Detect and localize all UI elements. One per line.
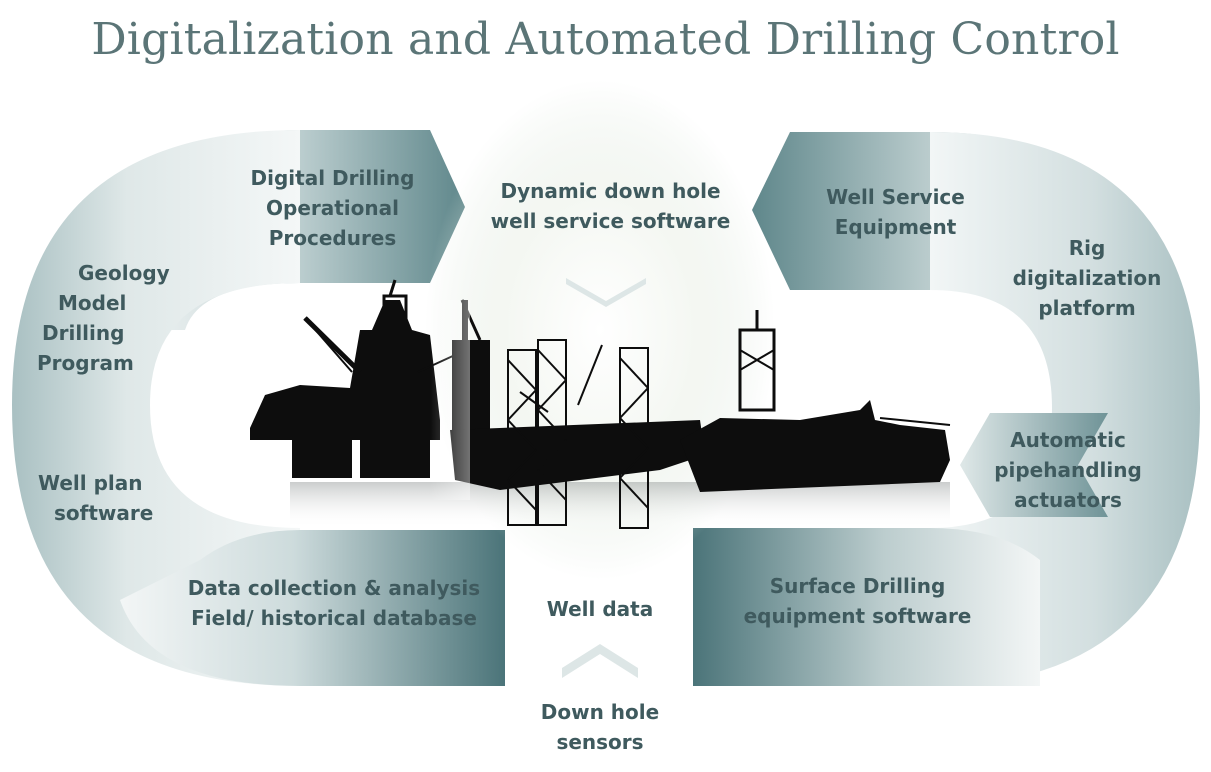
band-bottom-right bbox=[693, 528, 1040, 686]
label-dynamic-software: Dynamic down hole well service software bbox=[490, 179, 731, 233]
chevron-down-icon bbox=[566, 278, 646, 307]
chevron-up-icon bbox=[562, 644, 638, 678]
label-data-collection: Data collection & analysis Field/ histor… bbox=[187, 576, 481, 630]
label-well-data: Well data bbox=[546, 597, 654, 621]
label-well-plan: Well plan software bbox=[38, 471, 154, 525]
label-pipehandling: Automatic pipehandling actuators bbox=[994, 428, 1142, 512]
label-digital-drilling: Digital Drilling Operational Procedures bbox=[250, 166, 415, 250]
label-surface-drilling: Surface Drilling equipment software bbox=[743, 574, 972, 628]
label-geology-model: Geology Model Drilling Program bbox=[37, 261, 170, 375]
band-bottom-left bbox=[120, 530, 505, 686]
page-title: Digitalization and Automated Drilling Co… bbox=[91, 14, 1120, 65]
label-rig-platform: Rig digitalization platform bbox=[1012, 236, 1162, 320]
label-down-hole-sensors: Down hole sensors bbox=[540, 700, 660, 754]
arrow-pipehandling bbox=[960, 413, 1108, 517]
rig-silhouettes bbox=[250, 279, 951, 529]
label-well-service-equipment: Well Service Equipment bbox=[826, 185, 965, 239]
